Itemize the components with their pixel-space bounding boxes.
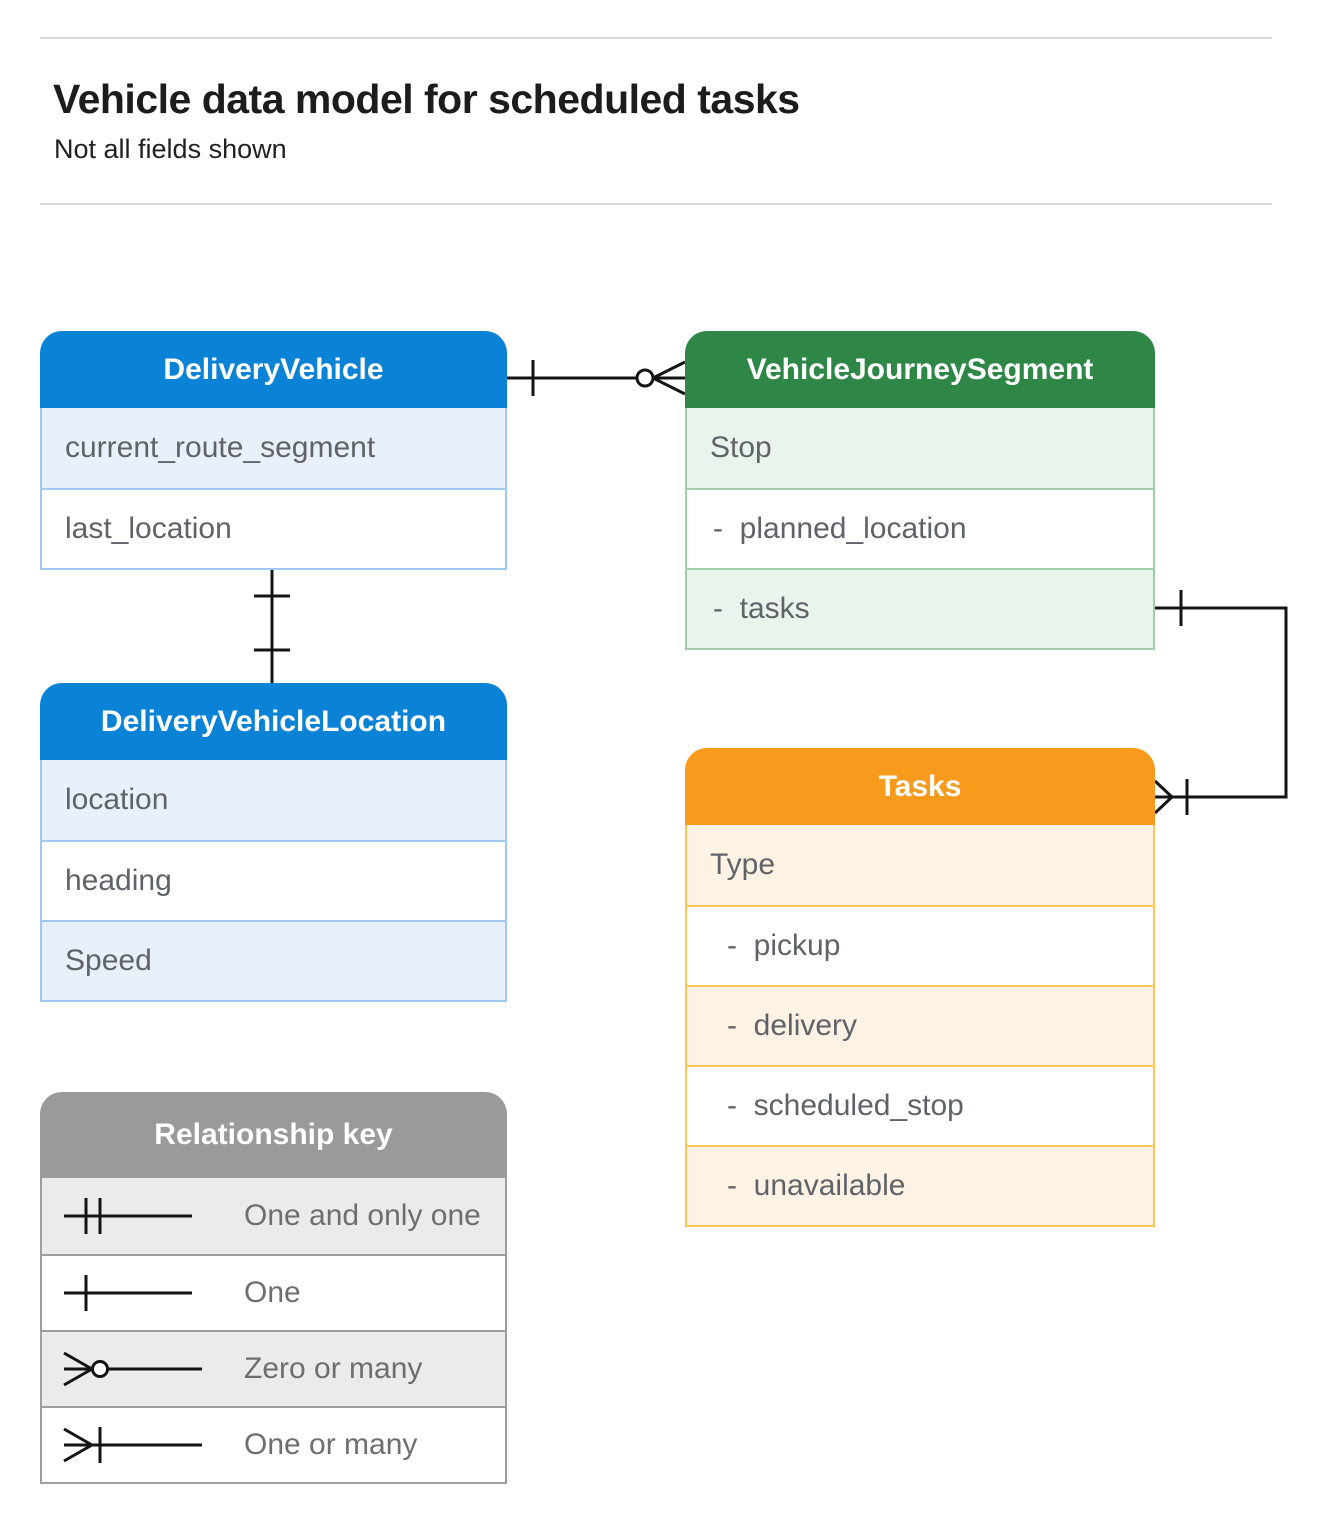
field-last-location: last_location: [42, 488, 505, 568]
legend-label: Zero or many: [244, 1352, 423, 1385]
connector-deliveryvehicle-to-deliveryvehiclelocation: [254, 568, 290, 683]
entity-fields: Stop - planned_location - tasks: [685, 408, 1155, 650]
legend-item-zero-or-many: Zero or many: [42, 1330, 505, 1406]
field-unavailable: - unavailable: [687, 1145, 1153, 1225]
entity-title: VehicleJourneySegment: [685, 331, 1155, 408]
top-divider: [40, 37, 1272, 39]
legend-label: One or many: [244, 1428, 418, 1461]
one-and-only-one-icon: [64, 1198, 192, 1234]
zero-or-many-icon: [63, 1351, 202, 1387]
field-pickup: - pickup: [687, 905, 1153, 985]
field-planned-location: - planned_location: [687, 488, 1153, 568]
legend-label: One and only one: [244, 1199, 481, 1232]
field-heading: heading: [42, 840, 505, 920]
field-current-route-segment: current_route_segment: [42, 408, 505, 488]
legend-label: One: [244, 1276, 301, 1309]
zero-circle-icon: [635, 368, 655, 388]
legend-item-one: One: [42, 1254, 505, 1330]
page-title: Vehicle data model for scheduled tasks: [53, 76, 800, 122]
entity-fields: location heading Speed: [40, 760, 507, 1002]
field-stop: Stop: [687, 408, 1153, 488]
field-speed: Speed: [42, 920, 505, 1000]
entity-fields: current_route_segment last_location: [40, 408, 507, 570]
field-scheduled-stop: - scheduled_stop: [687, 1065, 1153, 1145]
legend-items: One and only one One Zero or many: [40, 1178, 507, 1484]
legend-item-one-or-many: One or many: [42, 1406, 505, 1482]
page-subtitle: Not all fields shown: [54, 134, 287, 164]
entity-vehicle-journey-segment: VehicleJourneySegment Stop - planned_loc…: [685, 331, 1155, 650]
entity-delivery-vehicle-location: DeliveryVehicleLocation location heading…: [40, 683, 507, 1002]
legend-item-one-and-only-one: One and only one: [42, 1178, 505, 1254]
field-type: Type: [687, 825, 1153, 905]
one-or-many-icon: [63, 1427, 202, 1463]
field-tasks: - tasks: [687, 568, 1153, 648]
relationship-key: Relationship key One and only one One: [40, 1092, 507, 1484]
entity-title: Tasks: [685, 748, 1155, 825]
legend-title: Relationship key: [40, 1092, 507, 1178]
entity-title: DeliveryVehicleLocation: [40, 683, 507, 760]
entity-delivery-vehicle: DeliveryVehicle current_route_segment la…: [40, 331, 507, 570]
connector-deliveryvehicle-to-vehiclejourneysegment: [507, 360, 686, 396]
entity-title: DeliveryVehicle: [40, 331, 507, 408]
connector-vehiclejourneysegment-to-tasks: [1153, 590, 1288, 815]
one-icon: [64, 1275, 192, 1311]
entity-fields: Type - pickup - delivery - scheduled_sto…: [685, 825, 1155, 1227]
header-divider: [40, 203, 1272, 205]
entity-tasks: Tasks Type - pickup - delivery - schedul…: [685, 748, 1155, 1227]
field-location: location: [42, 760, 505, 840]
field-delivery: - delivery: [687, 985, 1153, 1065]
